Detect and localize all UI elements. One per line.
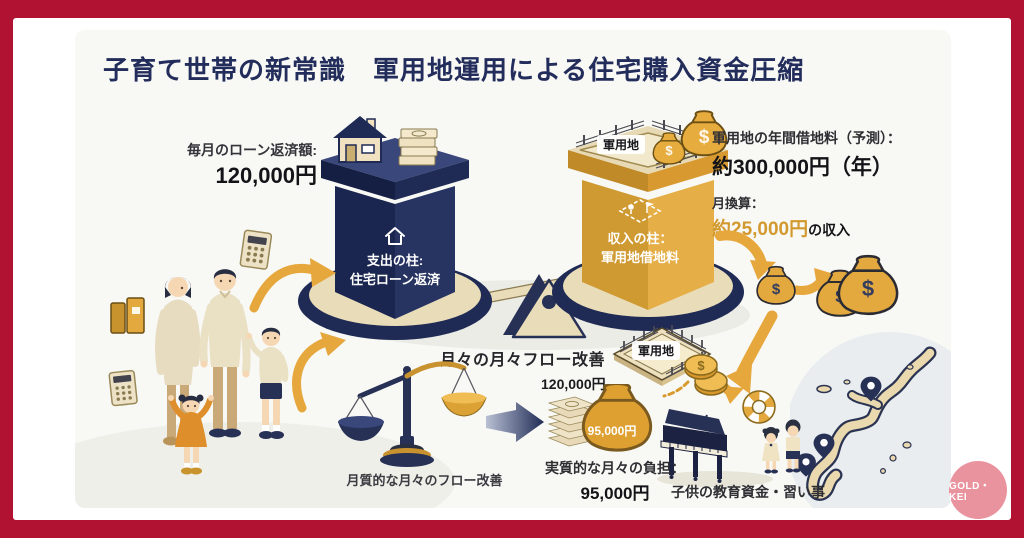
monthly-loan-value: 120,000円: [215, 163, 317, 188]
child-boy-figure: [785, 419, 801, 473]
family-illustration: [108, 229, 289, 475]
dollar-icon: $: [699, 127, 710, 148]
annual-rent-value: 約300,000円（年）: [712, 156, 893, 179]
expense-pillar-caption-line1: 支出の柱:: [366, 252, 424, 268]
calculator-icon: [108, 369, 138, 407]
monthly-equivalent-suffix: の収入: [808, 222, 851, 238]
flow-heading: 月々の月々フロー改善: [440, 352, 606, 369]
house-icon: [385, 227, 405, 245]
okinawa-map-illustration: [790, 332, 951, 508]
flow-before-amount: 120,000円: [541, 376, 606, 392]
income-pillar-caption: 収入の柱： 軍用地借地料: [565, 198, 715, 268]
small-money-bag-icon: $: [756, 265, 796, 305]
education-caption: 子供の教育資金・習い事: [671, 484, 825, 500]
piano-icon: [660, 409, 728, 483]
expense-pillar-illustration: [298, 116, 492, 340]
annual-rent-label: 軍用地の年間借地料（予測）：: [712, 130, 901, 146]
expense-pillar-caption-line2: 住宅ローン返済: [349, 271, 441, 287]
dollar-icon: $: [697, 358, 705, 373]
burden-monthly-line: 月換算：約25,000円の軽減: [520, 507, 710, 508]
land-map-icon: [618, 199, 662, 223]
house-on-pillar-illustration: [333, 116, 387, 163]
education-illustration: [657, 390, 801, 487]
burden-value: 95,000円: [580, 484, 650, 503]
income-details: 軍用地の年間借地料（予測）： 約300,000円（年） 月換算： 約25,000…: [712, 128, 901, 241]
lifebuoy-icon: [742, 390, 776, 424]
bag-amount-label: 95,000円: [587, 424, 637, 438]
gold-arrow-icon: [292, 332, 346, 413]
brand-logo: GOLD・KEI: [949, 461, 1007, 519]
calculator-icon: [239, 229, 273, 270]
improvement-arrow-icon: [486, 402, 544, 442]
income-pillar-caption-line1: 収入の柱：: [607, 230, 673, 246]
burden-result: 実質的な月々の負担： 95,000円 月換算：約25,000円の軽減: [520, 458, 710, 508]
balance-scale-illustration: [338, 361, 487, 467]
burden-label: 実質的な月々の負担：: [545, 460, 685, 476]
income-pillar-caption-line2: 軍用地借地料: [600, 249, 679, 265]
big-money-bags-icon: $ $: [816, 254, 899, 317]
father-figure: [199, 269, 251, 438]
coins-icon: $: [684, 354, 728, 396]
books-icon: [110, 297, 145, 334]
gold-arrow-icon: [249, 258, 336, 313]
dollar-icon: $: [862, 276, 874, 301]
expense-pillar-caption: 支出の柱: 住宅ローン返済: [325, 226, 465, 290]
mini-land-tag: 軍用地: [632, 341, 681, 360]
girl-figure: [168, 394, 214, 475]
mother-figure: [155, 277, 201, 446]
dollar-icon: $: [772, 281, 781, 298]
boy-figure: [246, 327, 289, 439]
scale-caption: 月質的な月々のフロー改善: [346, 473, 503, 488]
child-girl-figure: [762, 427, 780, 474]
money-bags-on-pillar: $ $: [652, 110, 728, 165]
infographic-canvas: 子育て世帯の新常識 軍用地運用による住宅購入資金圧縮: [75, 30, 951, 508]
monthly-loan-label: 毎月のローン返済額:: [187, 142, 317, 158]
military-land-tag: 軍用地: [597, 135, 646, 154]
cash-stack-on-pillar: [398, 128, 438, 166]
page-title: 子育て世帯の新常識 軍用地運用による住宅購入資金圧縮: [103, 55, 805, 85]
dollar-icon: $: [665, 143, 673, 158]
cash-pile-icon: [547, 396, 597, 447]
okinawa-island: [806, 346, 937, 501]
monthly-equivalent-label: 月換算：: [712, 196, 765, 211]
